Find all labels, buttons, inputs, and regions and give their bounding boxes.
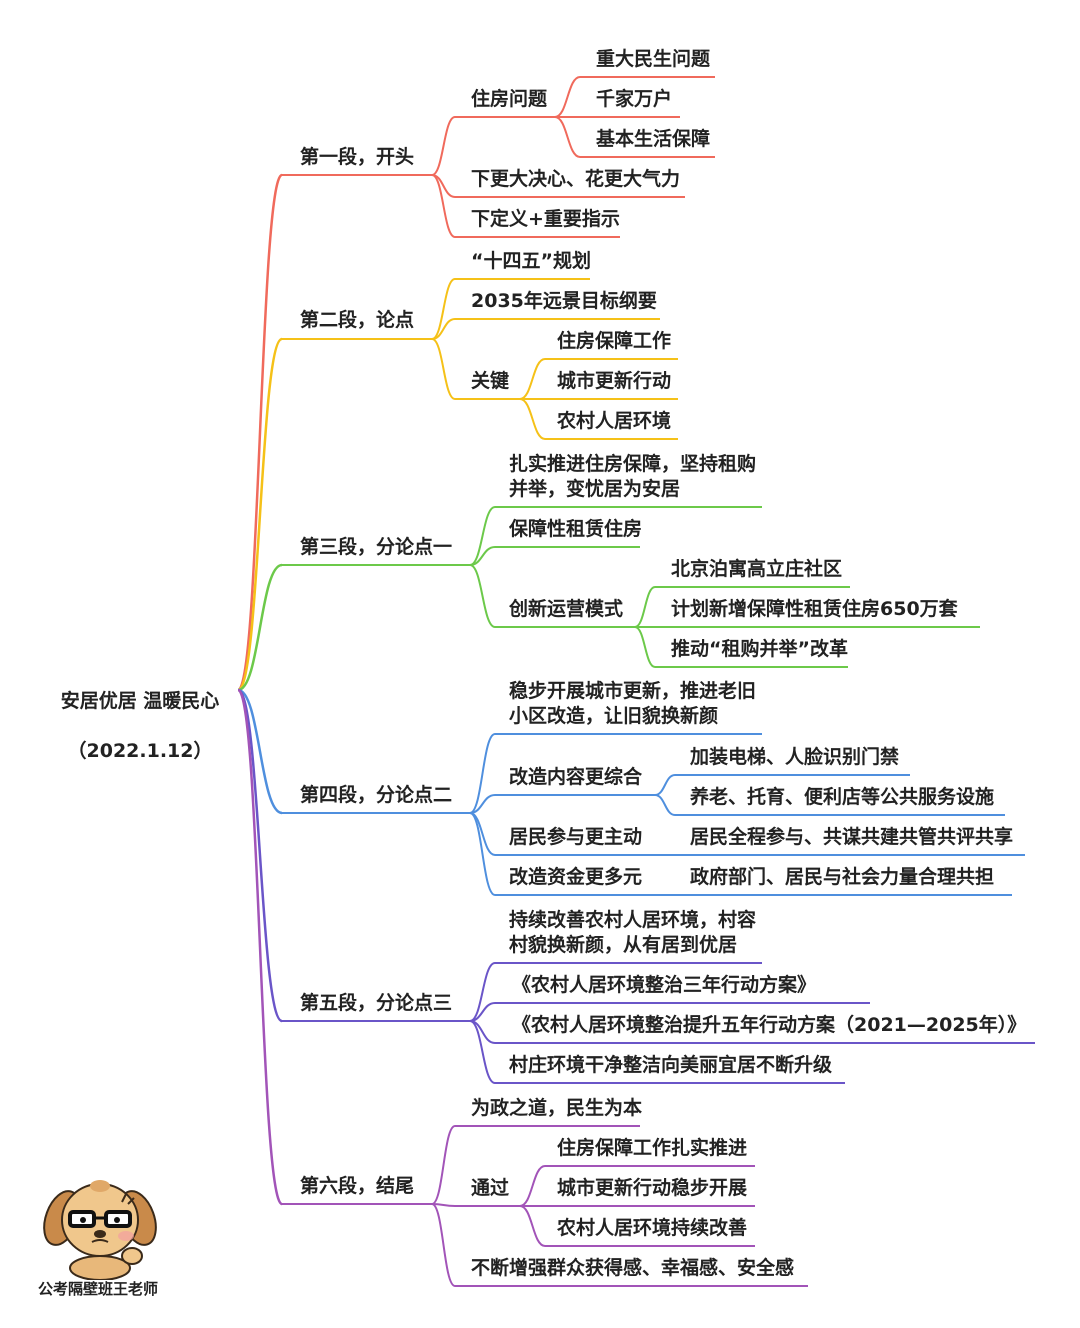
branch-leaf-10 xyxy=(655,775,675,795)
s5-topic-1: 持续改善农村人居环境，村容 村貌换新颜，从有居到优居 xyxy=(509,908,756,958)
root-title: 安居优居 温暖民心 xyxy=(40,689,240,714)
section-2-label: 第二段，论点 xyxy=(300,308,414,333)
s1-leaf-3: 基本生活保障 xyxy=(596,127,710,152)
branch-leaf-1 xyxy=(555,77,580,117)
branch-topic-10 xyxy=(470,734,495,813)
s6-leaf-2: 城市更新行动稳步开展 xyxy=(557,1176,747,1201)
branch-leaf-9 xyxy=(635,627,655,667)
section-5-label: 第五段，分论点三 xyxy=(300,991,452,1016)
s3-leaf-3: 推动“租购并举”改革 xyxy=(671,637,848,662)
branch-topic-18 xyxy=(432,1126,455,1204)
s4-topic-1: 稳步开展城市更新，推进老旧 小区改造，让旧貌换新颜 xyxy=(509,679,756,729)
root-node: 安居优居 温暖民心 （2022.1.12） xyxy=(40,664,240,789)
s2-leaf-2: 城市更新行动 xyxy=(557,369,671,394)
s1-leaf-2: 千家万户 xyxy=(596,87,672,112)
branch-leaf-4 xyxy=(520,359,545,399)
s4-leaf-4: 政府部门、居民与社会力量合理共担 xyxy=(690,865,994,890)
branch-leaf-6 xyxy=(520,399,545,439)
s6-topic-3: 不断增强群众获得感、幸福感、安全感 xyxy=(471,1256,794,1281)
s4-topic-4: 改造资金更多元 xyxy=(509,865,642,890)
root-date: （2022.1.12） xyxy=(40,739,240,764)
s6-topic-2: 通过 xyxy=(471,1176,509,1201)
section-3-label: 第三段，分论点一 xyxy=(300,535,452,560)
branch-topic-20 xyxy=(432,1204,455,1286)
s2-topic-2: 2035年远景目标纲要 xyxy=(471,289,657,314)
s3-topic-1: 扎实推进住房保障，坚持租购 并举，变忧居为安居 xyxy=(509,452,756,502)
s1-leaf-1: 重大民生问题 xyxy=(596,47,710,72)
s2-topic-key: 关键 xyxy=(471,369,509,394)
branch-root-s2 xyxy=(238,339,282,690)
branch-leaf-7 xyxy=(635,587,655,627)
s1-topic-housing: 住房问题 xyxy=(471,87,547,112)
branch-leaf-14 xyxy=(520,1166,545,1206)
author-credit: 公考隔壁班王老师 xyxy=(18,1278,178,1299)
branch-topic-6 xyxy=(432,339,455,399)
branch-root-s1 xyxy=(238,175,282,690)
branch-leaf-16 xyxy=(520,1206,545,1246)
s5-topic-3: 《农村人居环境整治提升五年行动方案（2021—2025年）》 xyxy=(512,1013,1026,1038)
mascot-dog-icon xyxy=(40,1172,160,1280)
s2-leaf-3: 农村人居环境 xyxy=(557,409,671,434)
s6-leaf-1: 住房保障工作扎实推进 xyxy=(557,1136,747,1161)
branch-root-s6 xyxy=(238,690,282,1204)
s3-topic-2: 保障性租赁住房 xyxy=(509,517,642,542)
s2-topic-1: “十四五”规划 xyxy=(471,249,591,274)
s3-leaf-2: 计划新增保障性租赁住房650万套 xyxy=(671,597,958,622)
branch-leaf-11 xyxy=(655,795,675,815)
s6-leaf-3: 农村人居环境持续改善 xyxy=(557,1216,747,1241)
section-6-label: 第六段，结尾 xyxy=(300,1174,414,1199)
s5-topic-2: 《农村人居环境整治三年行动方案》 xyxy=(512,973,816,998)
s1-topic-2: 下更大决心、花更大气力 xyxy=(471,167,680,192)
branch-leaf-3 xyxy=(555,117,580,157)
s4-topic-3: 居民参与更主动 xyxy=(509,825,642,850)
s5-topic-4: 村庄环境干净整洁向美丽宜居不断升级 xyxy=(509,1053,832,1078)
s4-leaf-3: 居民全程参与、共谋共建共管共评共享 xyxy=(690,825,1013,850)
branch-topic-9 xyxy=(470,565,495,627)
s2-leaf-1: 住房保障工作 xyxy=(557,329,671,354)
s4-topic-2: 改造内容更综合 xyxy=(509,765,642,790)
s4-leaf-1: 加装电梯、人脸识别门禁 xyxy=(690,745,899,770)
s3-leaf-1: 北京泊寓高立庄社区 xyxy=(671,557,842,582)
section-4-label: 第四段，分论点二 xyxy=(300,783,452,808)
s1-topic-3: 下定义+重要指示 xyxy=(471,207,620,232)
branch-topic-1 xyxy=(432,117,455,175)
s3-topic-3: 创新运营模式 xyxy=(509,597,623,622)
s4-leaf-2: 养老、托育、便利店等公共服务设施 xyxy=(690,785,994,810)
s6-topic-1: 为政之道，民生为本 xyxy=(471,1096,642,1121)
section-1-label: 第一段，开头 xyxy=(300,145,414,170)
